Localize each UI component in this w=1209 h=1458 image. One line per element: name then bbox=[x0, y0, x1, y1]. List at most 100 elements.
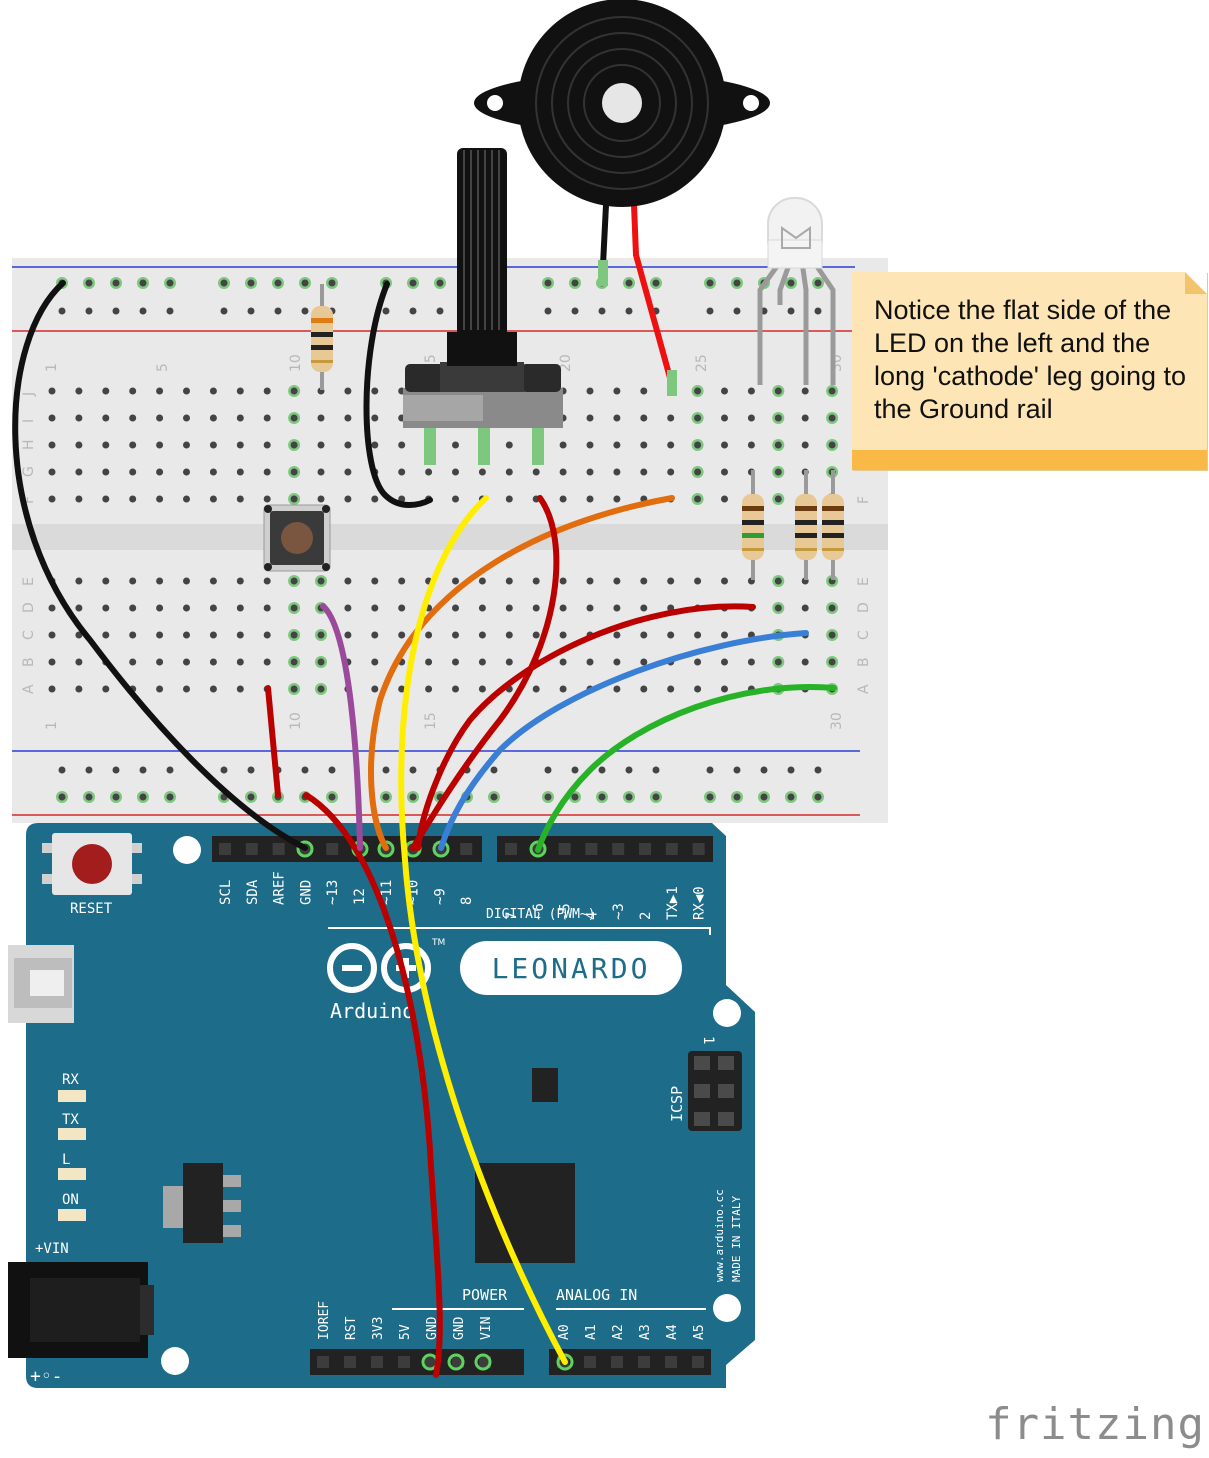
breadboard-hole[interactable] bbox=[652, 279, 660, 287]
breadboard-hole[interactable] bbox=[220, 766, 228, 774]
breadboard-hole[interactable] bbox=[478, 577, 486, 585]
breadboard-hole[interactable] bbox=[139, 307, 147, 315]
breadboard-hole[interactable] bbox=[814, 279, 822, 287]
breadboard-hole[interactable] bbox=[398, 631, 406, 639]
breadboard-hole[interactable] bbox=[247, 307, 255, 315]
breadboard-hole[interactable] bbox=[102, 577, 110, 585]
breadboard-hole[interactable] bbox=[640, 577, 648, 585]
breadboard-hole[interactable] bbox=[559, 441, 567, 449]
breadboard-hole[interactable] bbox=[75, 441, 83, 449]
breadboard-hole[interactable] bbox=[694, 631, 702, 639]
breadboard-hole[interactable] bbox=[733, 793, 741, 801]
breadboard-hole[interactable] bbox=[478, 604, 486, 612]
breadboard-hole[interactable] bbox=[317, 468, 325, 476]
breadboard-hole[interactable] bbox=[371, 495, 379, 503]
breadboard-hole[interactable] bbox=[613, 577, 621, 585]
header-pin[interactable] bbox=[505, 843, 517, 855]
breadboard-hole[interactable] bbox=[721, 495, 728, 503]
breadboard-hole[interactable] bbox=[129, 441, 137, 449]
breadboard-hole[interactable] bbox=[694, 468, 702, 476]
breadboard-hole[interactable] bbox=[640, 387, 648, 395]
header-pin[interactable] bbox=[371, 1356, 383, 1368]
breadboard-hole[interactable] bbox=[532, 468, 540, 476]
breadboard-hole[interactable] bbox=[102, 604, 110, 612]
breadboard-hole[interactable] bbox=[613, 604, 621, 612]
breadboard-hole[interactable] bbox=[801, 658, 809, 666]
breadboard-hole[interactable] bbox=[344, 387, 352, 395]
breadboard-hole[interactable] bbox=[75, 631, 83, 639]
breadboard-hole[interactable] bbox=[48, 685, 56, 693]
breadboard-hole[interactable] bbox=[236, 604, 244, 612]
breadboard-hole[interactable] bbox=[452, 604, 459, 612]
header-pin[interactable] bbox=[219, 843, 231, 855]
breadboard-hole[interactable] bbox=[166, 307, 174, 315]
breadboard-hole[interactable] bbox=[156, 441, 164, 449]
breadboard-hole[interactable] bbox=[747, 387, 755, 395]
breadboard-hole[interactable] bbox=[129, 414, 137, 422]
breadboard-hole[interactable] bbox=[747, 441, 755, 449]
breadboard-hole[interactable] bbox=[532, 577, 540, 585]
breadboard-hole[interactable] bbox=[290, 685, 298, 693]
header-pin[interactable] bbox=[692, 1356, 704, 1368]
breadboard-hole[interactable] bbox=[236, 577, 244, 585]
breadboard-hole[interactable] bbox=[183, 387, 190, 395]
reset-button[interactable] bbox=[42, 833, 142, 895]
header-pin[interactable] bbox=[272, 843, 285, 855]
breadboard-hole[interactable] bbox=[129, 631, 137, 639]
breadboard-hole[interactable] bbox=[667, 414, 675, 422]
breadboard-hole[interactable] bbox=[478, 658, 486, 666]
breadboard-hole[interactable] bbox=[559, 468, 567, 476]
breadboard-hole[interactable] bbox=[787, 766, 795, 774]
breadboard-hole[interactable] bbox=[129, 604, 137, 612]
breadboard-hole[interactable] bbox=[409, 307, 417, 315]
breadboard-hole[interactable] bbox=[85, 307, 93, 315]
breadboard-hole[interactable] bbox=[425, 658, 433, 666]
breadboard-hole[interactable] bbox=[505, 577, 513, 585]
breadboard-hole[interactable] bbox=[613, 495, 621, 503]
breadboard-hole[interactable] bbox=[586, 387, 594, 395]
header-pin[interactable] bbox=[665, 1356, 677, 1368]
breadboard-hole[interactable] bbox=[721, 414, 728, 422]
breadboard-hole[interactable] bbox=[371, 577, 379, 585]
breadboard-hole[interactable] bbox=[263, 658, 271, 666]
breadboard-hole[interactable] bbox=[263, 577, 271, 585]
breadboard-hole[interactable] bbox=[85, 279, 93, 287]
breadboard-hole[interactable] bbox=[747, 414, 755, 422]
breadboard-hole[interactable] bbox=[774, 468, 782, 476]
breadboard-hole[interactable] bbox=[505, 658, 513, 666]
header-pin[interactable] bbox=[460, 843, 473, 855]
breadboard-hole[interactable] bbox=[183, 604, 190, 612]
breadboard-hole[interactable] bbox=[774, 604, 782, 612]
breadboard-hole[interactable] bbox=[317, 658, 325, 666]
breadboard-hole[interactable] bbox=[613, 658, 621, 666]
breadboard-hole[interactable] bbox=[183, 441, 190, 449]
breadboard-hole[interactable] bbox=[694, 414, 702, 422]
breadboard-hole[interactable] bbox=[156, 577, 164, 585]
breadboard-hole[interactable] bbox=[102, 414, 110, 422]
breadboard-hole[interactable] bbox=[586, 577, 594, 585]
breadboard-hole[interactable] bbox=[828, 441, 836, 449]
breadboard-hole[interactable] bbox=[598, 766, 606, 774]
breadboard-hole[interactable] bbox=[828, 414, 836, 422]
breadboard-hole[interactable] bbox=[490, 766, 498, 774]
breadboard-hole[interactable] bbox=[247, 279, 255, 287]
breadboard-hole[interactable] bbox=[290, 604, 298, 612]
header-pin[interactable] bbox=[558, 843, 571, 855]
header-pin[interactable] bbox=[639, 843, 651, 855]
breadboard-hole[interactable] bbox=[166, 793, 174, 801]
breadboard-hole[interactable] bbox=[436, 307, 444, 315]
breadboard-hole[interactable] bbox=[102, 441, 110, 449]
breadboard-hole[interactable] bbox=[48, 468, 56, 476]
breadboard-hole[interactable] bbox=[156, 631, 164, 639]
breadboard-hole[interactable] bbox=[814, 766, 822, 774]
breadboard-hole[interactable] bbox=[209, 414, 217, 422]
breadboard-hole[interactable] bbox=[183, 658, 190, 666]
breadboard-hole[interactable] bbox=[721, 577, 728, 585]
breadboard-hole[interactable] bbox=[85, 766, 93, 774]
breadboard-hole[interactable] bbox=[209, 387, 217, 395]
header-pin[interactable] bbox=[611, 1356, 623, 1368]
breadboard-hole[interactable] bbox=[102, 387, 110, 395]
breadboard-hole[interactable] bbox=[598, 793, 606, 801]
breadboard-hole[interactable] bbox=[452, 577, 459, 585]
breadboard-hole[interactable] bbox=[85, 793, 93, 801]
